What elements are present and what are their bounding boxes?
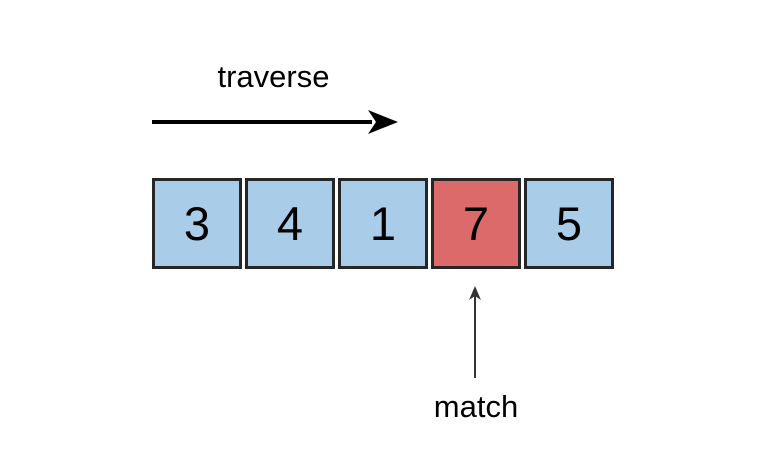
traverse-label: traverse [217, 59, 330, 94]
array-cell-value: 3 [183, 197, 211, 250]
array-cell-value: 5 [555, 197, 583, 250]
array-cell-value: 4 [276, 197, 304, 250]
match-label: match [433, 389, 519, 424]
array-cell-4[interactable]: 5 [524, 178, 614, 269]
array-cell-2[interactable]: 1 [338, 178, 428, 269]
array-cell-value: 7 [462, 197, 490, 250]
array-cell-3-match[interactable]: 7 [431, 178, 521, 269]
traverse-arrow-right-icon [152, 110, 398, 134]
array-row: 3 4 1 7 5 [152, 178, 614, 269]
match-arrow-up-icon [469, 286, 481, 378]
array-cell-1[interactable]: 4 [245, 178, 335, 269]
array-cell-0[interactable]: 3 [152, 178, 242, 269]
array-cell-value: 1 [369, 197, 397, 250]
